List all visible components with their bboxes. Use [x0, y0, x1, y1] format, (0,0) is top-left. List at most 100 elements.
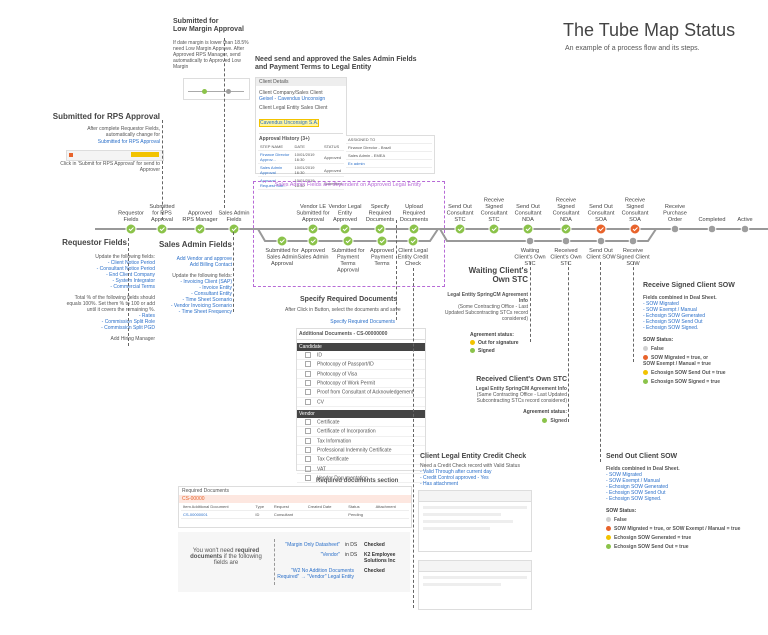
sales-admin-item[interactable]: - Time Sheet Frequency [178, 309, 232, 315]
history-cell[interactable]: Approval Request Sub... [258, 176, 293, 190]
station-label: Terms [340, 261, 355, 267]
station-label: Required [369, 211, 392, 217]
rd-cell[interactable]: CS-00000001 [181, 510, 254, 519]
checkbox[interactable] [305, 437, 311, 444]
checkbox[interactable] [305, 456, 311, 463]
checkbox[interactable] [305, 352, 311, 358]
history-cell: Submitted [321, 176, 344, 190]
station-check-icon [376, 235, 388, 247]
station-check-icon [125, 223, 137, 235]
document-row[interactable]: Tax Information [297, 437, 425, 446]
document-name: CV [317, 398, 324, 405]
history-cell[interactable]: Sales Admin Approval [258, 163, 293, 177]
station-label: Consultant [553, 211, 580, 217]
rd-cell [373, 510, 409, 519]
sow-field: - Echosign SOW Send Out [606, 490, 666, 496]
sales-admin-panel-title: Need send and approved the Sales Admin F… [255, 56, 417, 71]
field2-value[interactable]: Cavendus Unconsign S.A. [259, 119, 320, 127]
station-label: Order [668, 217, 682, 223]
history-cell: Finance Director - Brazil [346, 143, 432, 152]
credit-check-line: - Has attachment [420, 481, 459, 487]
station-label: SOA [595, 217, 607, 223]
requestor-item[interactable]: - Client Notice Period [107, 260, 155, 266]
checkbox[interactable] [305, 446, 311, 453]
checkbox[interactable] [305, 389, 311, 396]
check-icon [310, 227, 316, 232]
requestor-item[interactable]: - Commission Split PGD [101, 325, 155, 331]
checkbox[interactable] [305, 428, 311, 435]
station-label: Required [403, 211, 426, 217]
specify-docs-link[interactable]: Specify Required Documents [330, 319, 395, 325]
document-row[interactable]: Proof from Consultant of Acknowledgement [297, 388, 425, 398]
requestor-item[interactable]: - Rates [138, 313, 155, 319]
received-stc-block: Legal Entity SpringCM Agreement Info (Sa… [465, 386, 567, 424]
requestor-item[interactable]: - System Integrator [112, 278, 155, 284]
sales-admin-line[interactable]: Add Billing Contact [189, 262, 232, 268]
station-label: Approved [333, 217, 357, 223]
history-cell[interactable]: Finance Director Approv... [258, 150, 293, 164]
document-row[interactable]: Vendor Documentation [297, 474, 425, 484]
checkbox[interactable] [305, 418, 311, 425]
station-label: Vendor Legal [329, 204, 362, 210]
station-label: Consultant [515, 211, 542, 217]
rd-cell [305, 510, 347, 519]
sow-status: SOW Migrated = true, or SOW Exempt / Man… [643, 355, 711, 367]
document-row[interactable]: Certificate [297, 418, 425, 428]
history-cell: Approved [321, 150, 344, 164]
cond-op: in DS [345, 542, 358, 548]
sales-admin-line[interactable]: Add Vendor and approve [176, 256, 232, 262]
document-row[interactable]: Certificate of Incorporation [297, 427, 425, 437]
station-label: Approved [301, 248, 325, 254]
history-row: Sales Admin Approval 10/01/2019 16:30 Ap… [258, 163, 344, 177]
document-row[interactable]: Tax Certificate [297, 455, 425, 465]
station-dot [595, 223, 607, 235]
checkbox[interactable] [305, 474, 311, 481]
document-row[interactable]: Professional Indemnity Certificate [297, 446, 425, 456]
checkbox[interactable] [305, 370, 311, 377]
document-row[interactable]: Photocopy of Work Permit [297, 379, 425, 389]
sales-admin-item[interactable]: - Vendor Invoicing Scenario [170, 303, 232, 309]
sales-admin-item[interactable]: - Time Sheet Scenario [182, 297, 232, 303]
requestor-item[interactable]: - Consultant Notice Period [96, 266, 155, 272]
rps-link[interactable]: Submitted for RPS Approval [97, 139, 160, 145]
cond-field: "W2 No Addition Documents Required" → "V… [277, 568, 354, 580]
sow-status: False [651, 346, 664, 352]
station-label: Approval [151, 217, 173, 223]
conditions-text-2: if the following fields are [213, 554, 262, 566]
checkbox[interactable] [305, 398, 311, 405]
station-label: Entity [338, 211, 352, 217]
requestor-item[interactable]: - Commercial Terms [110, 284, 155, 290]
station-check-icon [407, 235, 419, 247]
waiting-stc-status: Agreement status: Out for signature Sign… [470, 330, 530, 356]
document-row[interactable]: VAT [297, 465, 425, 474]
document-name: VAT [317, 465, 326, 472]
yellow-dot-icon [606, 535, 611, 541]
green-check-icon [470, 348, 475, 354]
document-row[interactable]: Photocopy of Visa [297, 370, 425, 379]
sales-admin-item[interactable]: - Invoicing Client (SAP) [180, 279, 232, 285]
check-icon [457, 227, 463, 232]
station-label: Client Legal [398, 248, 428, 254]
connector-line [530, 262, 531, 342]
station-label: Send Out [589, 204, 613, 210]
document-row[interactable]: Photocopy of Passport/ID [297, 360, 425, 370]
checkbox[interactable] [305, 379, 311, 386]
station-dot [740, 224, 750, 234]
history-col: STATUS [321, 143, 344, 151]
sendout-sow-status-title: SOW Status: [606, 508, 637, 514]
sales-admin-item[interactable]: - Consultant Entity [191, 291, 232, 297]
check-icon [563, 227, 569, 232]
station-dot [629, 223, 641, 235]
checkbox[interactable] [305, 361, 311, 368]
requestor-item[interactable]: - End Client Company [106, 272, 155, 278]
sales-admin-item[interactable]: - Invoice Entity [199, 285, 232, 291]
connector-line [413, 268, 414, 608]
field1-value[interactable]: Geisel - Cavendus Unconsign [259, 96, 326, 102]
checkbox[interactable] [305, 465, 311, 472]
history-cell: 10/01/2019 16:30 [292, 150, 322, 164]
document-row[interactable]: ID [297, 351, 425, 361]
document-row[interactable]: CV [297, 398, 425, 407]
history-cell[interactable]: Ex admin [346, 159, 432, 168]
required-docs-table: Item Additional Document Type Request Cr… [181, 503, 409, 519]
station-dot [525, 236, 535, 246]
